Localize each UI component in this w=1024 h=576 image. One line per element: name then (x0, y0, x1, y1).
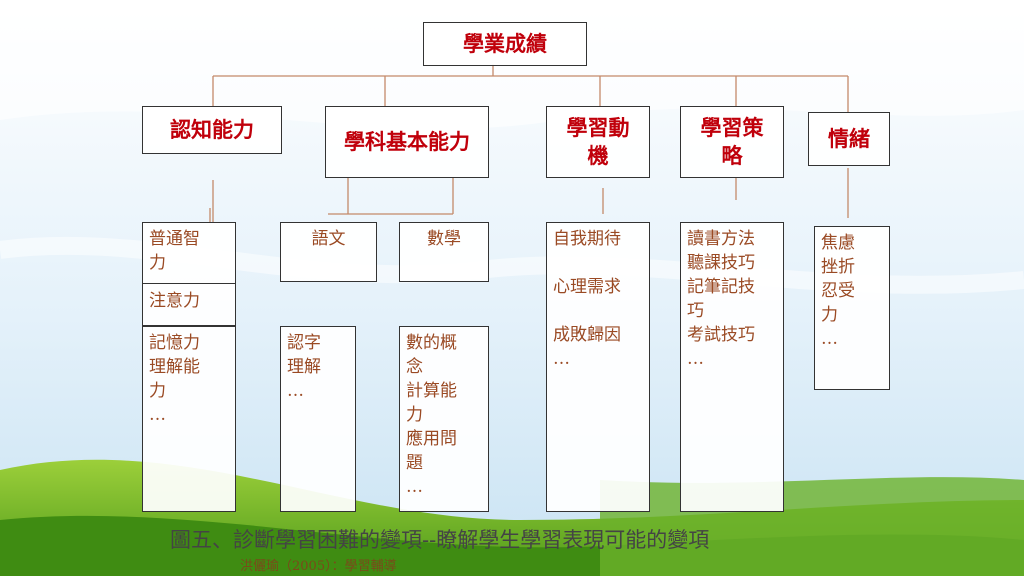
root-node: 學業成績 (423, 22, 587, 66)
strategy-items-text: 讀書方法 聽課技巧 記筆記技 巧 考試技巧 … (687, 229, 755, 369)
strategy-items-box: 讀書方法 聽課技巧 記筆記技 巧 考試技巧 … (680, 222, 784, 512)
emotion-items-text: 焦慮 挫折 忍受 力 … (821, 233, 855, 349)
math-text: 數學 (427, 229, 461, 249)
category-motivation-label: 學習動機 (566, 116, 630, 168)
cognitive-items-box: 記憶力 理解能 力 … (142, 326, 236, 512)
math-items-text: 數的概 念 計算能 力 應用問 題 … (406, 333, 457, 497)
general-intelligence-text: 普通智 力 (149, 229, 200, 273)
cognitive-items-text: 記憶力 理解能 力 … (149, 333, 200, 425)
attention-text: 注意力 (149, 291, 200, 311)
math-items-box: 數的概 念 計算能 力 應用問 題 … (399, 326, 489, 512)
motivation-items-box: 自我期待 心理需求 成敗歸因 … (546, 222, 650, 512)
math-box: 數學 (399, 222, 489, 282)
category-cognitive-label: 認知能力 (170, 118, 254, 142)
chinese-text: 語文 (311, 229, 346, 249)
root-label: 學業成績 (463, 32, 547, 56)
emotion-items-box: 焦慮 挫折 忍受 力 … (814, 226, 890, 390)
category-emotion: 情緒 (808, 112, 890, 166)
category-strategy-label: 學習策略 (700, 116, 764, 168)
motivation-items-text: 自我期待 心理需求 成敗歸因 … (553, 229, 621, 369)
citation: 洪儷瑜（2005）：學習輔導 (240, 559, 397, 574)
chinese-items-box: 認字 理解 … (280, 326, 356, 512)
figure-caption: 圖五、診斷學習困難的變項--瞭解學生學習表現可能的變項 (170, 528, 710, 552)
category-motivation: 學習動機 (546, 106, 650, 178)
category-emotion-label: 情緒 (828, 127, 870, 151)
cognitive-top-box: 普通智 力 注意力 (142, 222, 236, 326)
chinese-items-text: 認字 理解 … (287, 333, 321, 401)
category-strategy: 學習策略 (680, 106, 784, 178)
category-cognitive: 認知能力 (142, 106, 282, 154)
category-subject: 學科基本能力 (325, 106, 489, 178)
category-subject-label: 學科基本能力 (344, 130, 470, 154)
chinese-box: 語文 (280, 222, 377, 282)
